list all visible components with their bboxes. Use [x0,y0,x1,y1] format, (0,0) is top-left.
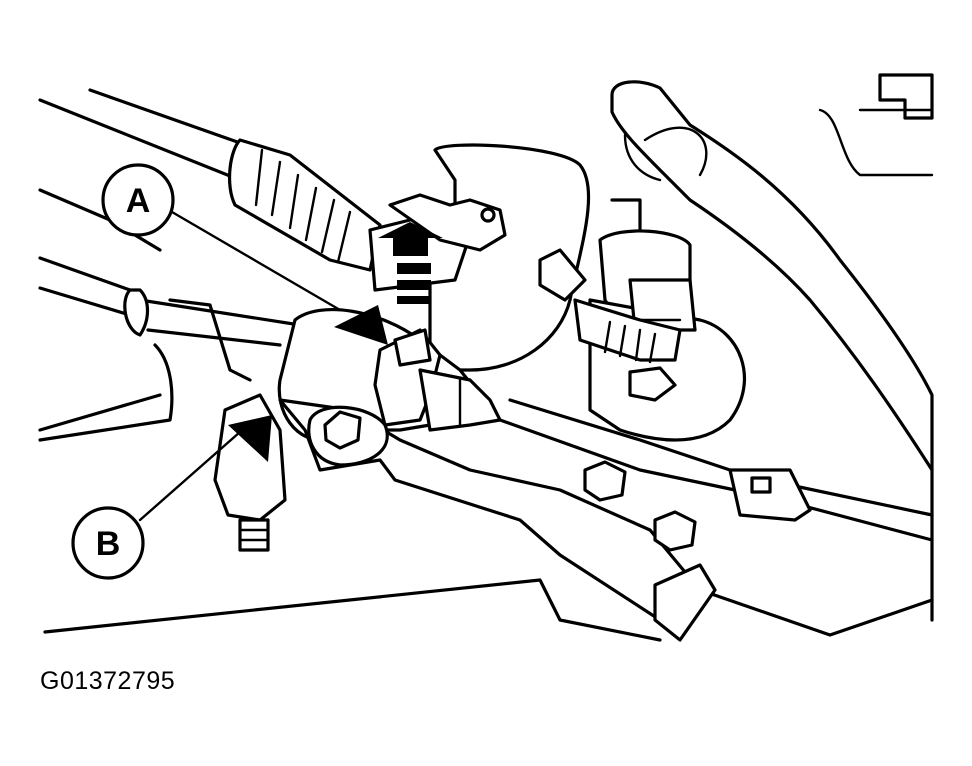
mounting-bracket [278,398,717,642]
figure-id: G01372795 [40,667,176,695]
cable-bracket [388,193,507,252]
leader-b [138,430,242,522]
callout-a: A [101,163,175,237]
arrow-b-pointer-icon [228,415,272,462]
callout-b-label: B [96,525,121,563]
body-panel-lines [38,88,934,642]
callout-leaders [138,210,342,522]
metal-line [38,288,934,542]
arrow-up-icon [378,222,443,304]
leader-a [170,210,342,312]
callout-a-label: A [126,182,151,220]
arrow-a-pointer-icon [334,305,388,345]
upper-bracket [818,73,934,177]
harness-fitting [538,248,682,402]
line-clip [728,468,812,522]
callout-b: B [71,506,145,580]
mounting-stud [213,393,287,552]
